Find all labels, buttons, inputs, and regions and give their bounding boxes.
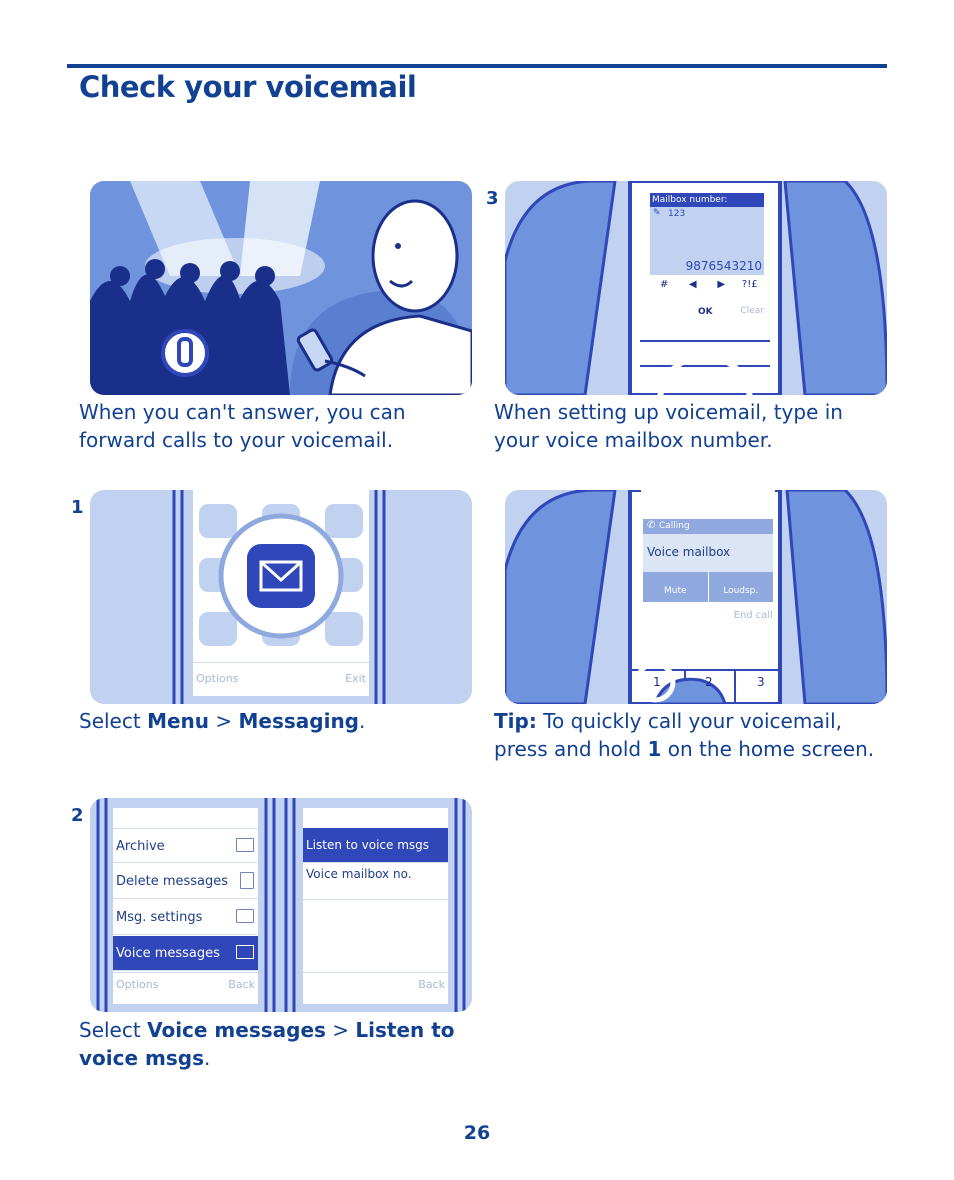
calling-screen: Calling ✆ Voice mailbox Mute Loudsp. End… — [641, 490, 775, 634]
archive-label: Archive — [116, 839, 165, 854]
exit-softkey[interactable]: Exit — [345, 672, 366, 685]
tip-text-post: on the home screen. — [661, 737, 875, 761]
voice-messages-screen: Listen to voice msgs Voice mailbox no. B… — [303, 808, 448, 1004]
ok-softkey[interactable]: OK — [698, 307, 713, 317]
menu-item-listen[interactable]: Listen to voice msgs — [303, 828, 448, 863]
menu-screen: Options Exit — [193, 490, 369, 696]
phone-icon: ✆ — [647, 520, 656, 531]
end-call-softkey[interactable]: End call — [733, 610, 773, 621]
mailbox-header: Mailbox number: — [650, 193, 764, 207]
key-3[interactable]: 3 — [757, 675, 765, 689]
key-right[interactable]: ▶ — [717, 279, 726, 290]
settings-envelope-icon — [236, 909, 254, 923]
step-3-caption: When setting up voicemail, type in your … — [494, 400, 843, 452]
input-mode-icon: ✎ — [653, 208, 661, 218]
menu-item-delete-messages[interactable]: Delete messages — [113, 864, 258, 899]
page-title: Check your voicemail — [79, 70, 417, 104]
page-number: 26 — [463, 1122, 491, 1144]
loudspeaker-button[interactable]: Loudsp. — [723, 586, 759, 596]
intro-caption: When you can't answer, you can forward c… — [79, 400, 406, 452]
step-2-number: 2 — [71, 805, 84, 826]
input-mode: 123 — [668, 209, 686, 219]
delete-messages-label: Delete messages — [116, 874, 229, 889]
step-1-caption-post: . — [359, 709, 366, 733]
calling-status: Calling — [643, 519, 773, 534]
voice-messages-label: Voice messages — [116, 946, 220, 961]
intro-illustration — [90, 181, 472, 395]
options-softkey[interactable]: Options — [196, 672, 239, 685]
step-1-caption: Select Menu > Messaging. — [79, 707, 469, 735]
phone-frame — [172, 490, 386, 704]
concert-illustration — [90, 181, 472, 395]
menu-item-voice-mailbox-no[interactable]: Voice mailbox no. — [303, 864, 448, 900]
step-2-caption-pre: Select — [79, 1018, 148, 1042]
menu-grid — [199, 504, 363, 646]
step-3-number: 3 — [486, 188, 499, 209]
messaging-menu-screen: Archive Delete messages Msg. settings Vo… — [113, 808, 258, 1004]
back-softkey-left[interactable]: Back — [228, 978, 255, 991]
listen-label: Listen to voice msgs — [306, 838, 430, 852]
step-2-voice-messages-term: Voice messages — [147, 1018, 326, 1042]
step-1-number: 1 — [71, 497, 84, 518]
messaging-icon — [247, 544, 315, 608]
archive-icon — [236, 838, 254, 852]
tip-text-pre: To quickly call your voicemail, press an… — [494, 709, 843, 761]
menu-item-voice-messages[interactable]: Voice messages — [113, 936, 258, 971]
options-softkey-2[interactable]: Options — [116, 978, 159, 991]
tip-illustration: Calling ✆ Voice mailbox Mute Loudsp. End… — [505, 490, 887, 704]
number-input-area[interactable]: 123 ✎ 9876543210 — [650, 207, 764, 275]
back-softkey-right[interactable]: Back — [418, 978, 445, 991]
key-left[interactable]: ◀ — [688, 279, 697, 290]
mute-button[interactable]: Mute — [643, 572, 709, 602]
step-1-caption-pre: Select — [79, 709, 148, 733]
header-rule — [67, 64, 887, 68]
step-1-illustration: Options Exit — [90, 490, 472, 704]
step-2-caption-post: . — [203, 1046, 211, 1070]
tip-key-term: 1 — [647, 737, 662, 761]
voice-mailbox-no-label: Voice mailbox no. — [306, 867, 412, 881]
key-symbols[interactable]: ?!£ — [741, 279, 758, 290]
tip-caption: Tip: To quickly call your voicemail, pre… — [494, 707, 894, 763]
key-1[interactable]: 1 — [653, 675, 661, 689]
menu-item-msg-settings[interactable]: Msg. settings — [113, 900, 258, 935]
step-2-caption: Select Voice messages > Listen to voice … — [79, 1016, 479, 1072]
caller-name: Voice mailbox — [647, 545, 731, 559]
step-2-separator: > — [325, 1018, 356, 1042]
step-1-messaging-term: Messaging — [238, 709, 360, 733]
voice-envelope-icon — [236, 945, 254, 959]
step-2-listen-term: Listen to voice msgs — [79, 1018, 455, 1070]
caller-area: Voice mailbox — [643, 534, 773, 572]
msg-settings-label: Msg. settings — [116, 910, 203, 925]
key-2[interactable]: 2 — [705, 675, 713, 689]
step-3-illustration: Mailbox number: 123 ✎ 9876543210 # ◀ ▶ ?… — [505, 181, 887, 395]
step-1-menu-term: Menu — [147, 709, 210, 733]
mailbox-number-screen: Mailbox number: 123 ✎ 9876543210 # ◀ ▶ ?… — [648, 191, 766, 325]
step-2-illustration: Archive Delete messages Msg. settings Vo… — [90, 798, 472, 1012]
trash-icon — [240, 872, 254, 889]
symbol-key-row: # ◀ ▶ ?!£ — [650, 279, 764, 297]
mailbox-number-value: 9876543210 — [685, 259, 762, 273]
phone-frames — [96, 798, 466, 1012]
menu-item-archive[interactable]: Archive — [113, 828, 258, 863]
key-hash[interactable]: # — [660, 279, 669, 290]
tip-label: Tip: — [494, 709, 537, 733]
step-1-separator: > — [209, 709, 239, 733]
clear-softkey[interactable]: Clear — [740, 306, 764, 316]
call-actions: Mute Loudsp. — [643, 572, 773, 602]
